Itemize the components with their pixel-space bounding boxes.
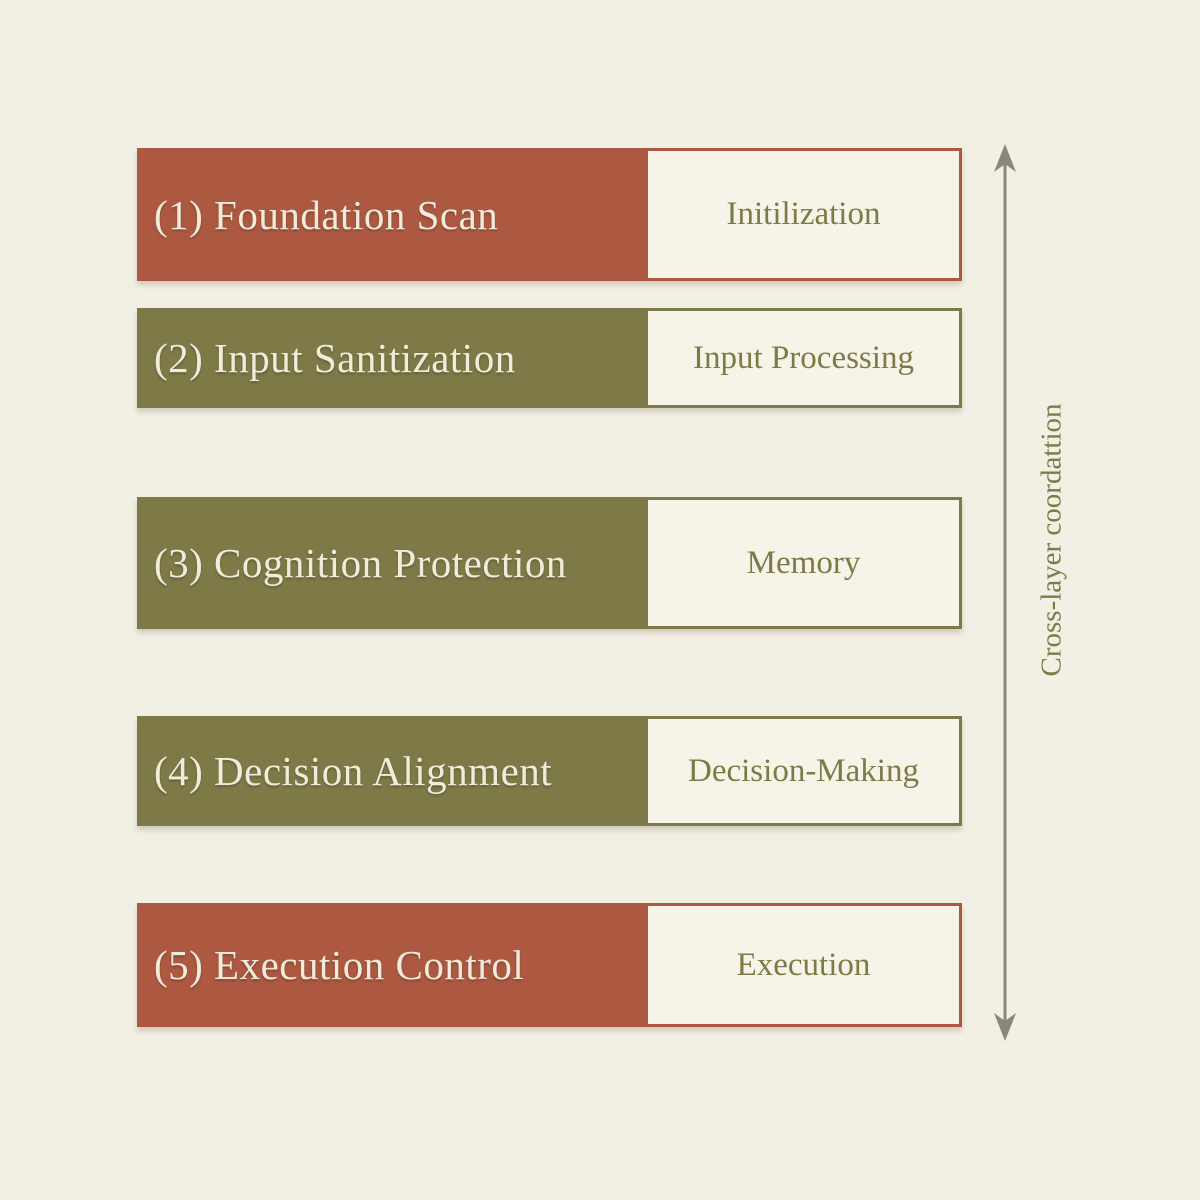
layer-row: (3) Cognition Protection Memory xyxy=(137,497,962,629)
layer-row: (2) Input Sanitization Input Processing xyxy=(137,308,962,408)
layer-box: (2) Input Sanitization xyxy=(137,308,645,408)
layer-box: (1) Foundation Scan xyxy=(137,148,645,281)
stage-box: Initilization xyxy=(645,148,962,281)
layer-box: (5) Execution Control xyxy=(137,903,645,1027)
cross-layer-arrow-label: Cross-layer coordattion xyxy=(1035,403,1068,677)
layer-box: (4) Decision Alignment xyxy=(137,716,645,826)
stage-label: Decision-Making xyxy=(688,752,919,789)
layer-row: (5) Execution Control Execution xyxy=(137,903,962,1027)
stage-label: Execution xyxy=(736,946,871,983)
stage-box: Input Processing xyxy=(645,308,962,408)
stage-box: Execution xyxy=(645,903,962,1027)
double-arrow-vertical-icon xyxy=(994,144,1016,1041)
layer-label: (2) Input Sanitization xyxy=(154,335,516,381)
layer-row: (1) Foundation Scan Initilization xyxy=(137,148,962,281)
stage-box: Memory xyxy=(645,497,962,629)
layer-row: (4) Decision Alignment Decision-Making xyxy=(137,716,962,826)
layer-label: (5) Execution Control xyxy=(154,942,525,988)
stage-label: Input Processing xyxy=(693,339,914,376)
stage-box: Decision-Making xyxy=(645,716,962,826)
stage-label: Initilization xyxy=(726,196,881,232)
layer-label: (1) Foundation Scan xyxy=(154,191,499,238)
layer-label: (4) Decision Alignment xyxy=(154,748,553,794)
stage-label: Memory xyxy=(746,544,861,581)
layer-label: (3) Cognition Protection xyxy=(154,540,567,586)
layer-box: (3) Cognition Protection xyxy=(137,497,645,629)
